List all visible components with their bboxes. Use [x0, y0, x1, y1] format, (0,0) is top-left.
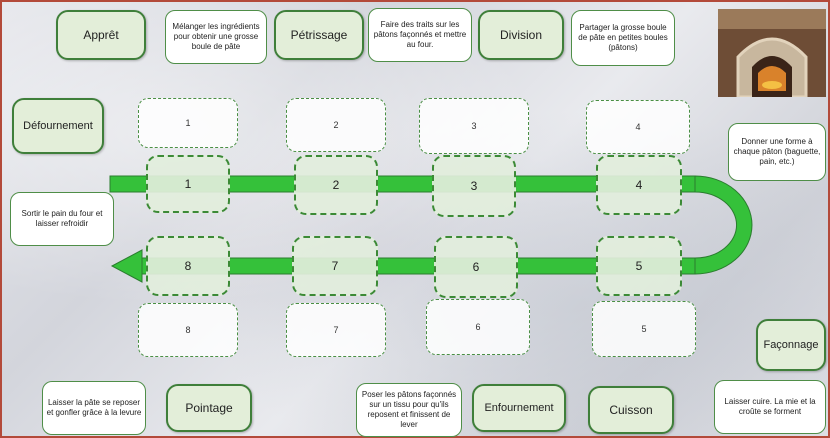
track-cell-7[interactable]: 7: [292, 236, 378, 296]
desc-laisser-pate[interactable]: Laisser la pâte se reposer et gonfler gr…: [42, 381, 146, 435]
desc-cuire[interactable]: Laisser cuire. La mie et la croûte se fo…: [714, 380, 826, 434]
term-division[interactable]: Division: [478, 10, 564, 60]
desc-poser[interactable]: Poser les pâtons façonnés sur un tissu p…: [356, 383, 462, 437]
track-cell-6[interactable]: 6: [434, 236, 518, 298]
answer-slot-7[interactable]: 7: [286, 303, 386, 357]
answer-slot-2[interactable]: 2: [286, 98, 386, 152]
desc-partager[interactable]: Partager la grosse boule de pâte en peti…: [571, 10, 675, 66]
answer-slot-6[interactable]: 6: [426, 299, 530, 355]
track-cell-4[interactable]: 4: [596, 155, 682, 215]
track-cell-8[interactable]: 8: [146, 236, 230, 296]
desc-traits[interactable]: Faire des traits sur les pâtons façonnés…: [368, 8, 472, 62]
desc-sortir[interactable]: Sortir le pain du four et laisser refroi…: [10, 192, 114, 246]
desc-melanger[interactable]: Mélanger les ingrédients pour obtenir un…: [165, 10, 267, 64]
arrow-head-icon: [110, 249, 143, 283]
answer-slot-8[interactable]: 8: [138, 303, 238, 357]
term-enfournement[interactable]: Enfournement: [472, 384, 566, 432]
bread-oven-image: [718, 9, 826, 97]
answer-slot-1[interactable]: 1: [138, 98, 238, 148]
term-pointage[interactable]: Pointage: [166, 384, 252, 432]
answer-slot-3[interactable]: 3: [419, 98, 529, 154]
answer-slot-4[interactable]: 4: [586, 100, 690, 154]
term-faconnage[interactable]: Façonnage: [756, 319, 826, 371]
term-defournement[interactable]: Défournement: [12, 98, 104, 154]
track-cell-1[interactable]: 1: [146, 155, 230, 213]
desc-forme[interactable]: Donner une forme à chaque pâton (baguett…: [728, 123, 826, 181]
track-cell-5[interactable]: 5: [596, 236, 682, 296]
track-cell-3[interactable]: 3: [432, 155, 516, 217]
term-appret[interactable]: Apprêt: [56, 10, 146, 60]
term-cuisson[interactable]: Cuisson: [588, 386, 674, 434]
track-cell-2[interactable]: 2: [294, 155, 378, 215]
answer-slot-5[interactable]: 5: [592, 301, 696, 357]
term-petrissage[interactable]: Pétrissage: [274, 10, 364, 60]
bread-oven-icon: [718, 9, 826, 97]
